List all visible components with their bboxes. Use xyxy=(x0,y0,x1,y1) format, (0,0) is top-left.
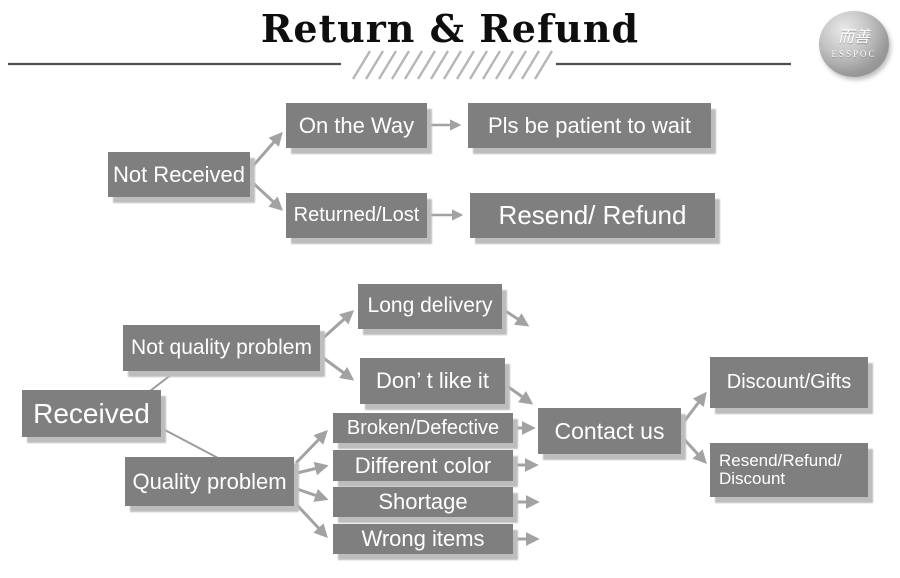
node-not-quality-problem: Not quality problem xyxy=(123,325,320,371)
node-label: Different color xyxy=(354,452,492,478)
node-label: Returned/Lost xyxy=(293,204,420,226)
brand-logo-cjk-text: 而善 xyxy=(837,28,870,46)
node-wrong-items: Wrong items xyxy=(333,524,513,554)
node-on-the-way: On the Way xyxy=(286,103,427,148)
node-label: Don’ t like it xyxy=(376,368,489,394)
node-dont-like-it: Don’ t like it xyxy=(360,358,505,404)
node-label: Shortage xyxy=(378,489,468,515)
node-label-line2: Discount xyxy=(719,469,786,488)
node-label: Long delivery xyxy=(367,294,493,318)
node-shortage: Shortage xyxy=(333,487,513,517)
node-received: Received xyxy=(22,390,161,437)
node-label: Received xyxy=(33,397,150,429)
node-label: Contact us xyxy=(554,417,665,444)
node-label: Not quality problem xyxy=(131,335,312,359)
node-resend-refund-discount: Resend/Refund/ Discount xyxy=(710,443,868,497)
node-label-line1: Resend/Refund/ xyxy=(719,451,842,471)
node-discount-gifts: Discount/Gifts xyxy=(710,357,868,408)
node-contact-us: Contact us xyxy=(538,408,681,454)
page-title: Return & Refund xyxy=(260,6,640,51)
node-pls-be-patient: Pls be patient to wait xyxy=(468,103,711,148)
flow-arrows xyxy=(149,119,707,546)
node-resend-refund: Resend/ Refund xyxy=(470,193,715,238)
node-not-received: Not Received xyxy=(108,152,250,197)
node-different-color: Different color xyxy=(333,450,513,481)
node-label: Pls be patient to wait xyxy=(487,112,691,138)
node-label: Wrong items xyxy=(361,526,485,552)
node-label: Resend/Refund/ Discount xyxy=(710,452,842,488)
node-returned-lost: Returned/Lost xyxy=(286,193,427,238)
node-long-delivery: Long delivery xyxy=(358,284,502,329)
hatch-decoration xyxy=(351,50,554,80)
node-label: Not Received xyxy=(112,161,246,187)
node-label: Quality problem xyxy=(132,468,287,494)
node-label: Discount/Gifts xyxy=(726,371,852,393)
node-label: Resend/ Refund xyxy=(498,199,687,230)
node-broken-defective: Broken/Defective xyxy=(333,413,513,443)
node-label: Broken/Defective xyxy=(346,416,500,439)
brand-logo-icon: 而善 ESSPOC xyxy=(819,11,889,77)
node-quality-problem: Quality problem xyxy=(125,457,294,506)
node-label: On the Way xyxy=(298,112,415,138)
brand-logo-name: ESSPOC xyxy=(831,49,877,60)
